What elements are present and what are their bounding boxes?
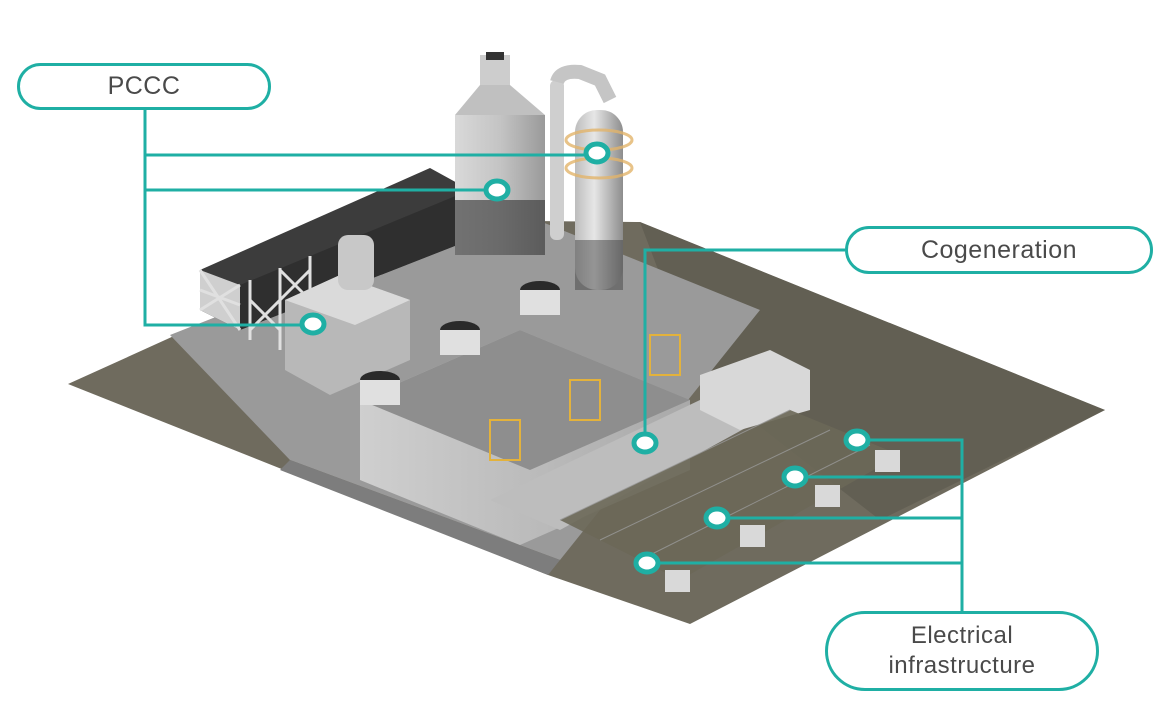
electrical-leader-lines <box>647 438 964 612</box>
callout-dot-transformer-1[interactable] <box>843 428 871 452</box>
electrical-infrastructure-label: Electrical infrastructure <box>825 611 1099 691</box>
cogeneration-label: Cogeneration <box>845 226 1153 274</box>
cogeneration-leader-line <box>643 248 845 443</box>
callout-dot-engine-hall[interactable] <box>631 431 659 455</box>
callout-dot-transformer-4[interactable] <box>633 551 661 575</box>
cogeneration-label-text: Cogeneration <box>920 235 1078 264</box>
callout-dot-stack[interactable] <box>483 178 511 202</box>
transformer-3 <box>740 525 765 547</box>
electrical-label-line2: infrastructure <box>888 652 1036 679</box>
gas-engine-hall <box>360 281 810 545</box>
pccc-label: PCCC <box>17 63 271 110</box>
callout-dot-absorber[interactable] <box>583 141 611 165</box>
callout-dot-transformer-2[interactable] <box>781 465 809 489</box>
pccc-leader-lines <box>143 110 597 327</box>
callout-dot-transformer-3[interactable] <box>703 506 731 530</box>
pccc-label-text: PCCC <box>107 72 181 100</box>
transformer-1 <box>875 450 900 472</box>
engine-exhaust-stacks <box>360 281 560 405</box>
transformer-2 <box>815 485 840 507</box>
transformer-4 <box>665 570 690 592</box>
callout-dot-duct[interactable] <box>299 312 327 336</box>
pccc-building <box>198 168 470 395</box>
callout-dots <box>299 141 871 575</box>
electrical-label-line1: Electrical <box>910 622 1014 649</box>
transformer-yard <box>559 409 900 592</box>
